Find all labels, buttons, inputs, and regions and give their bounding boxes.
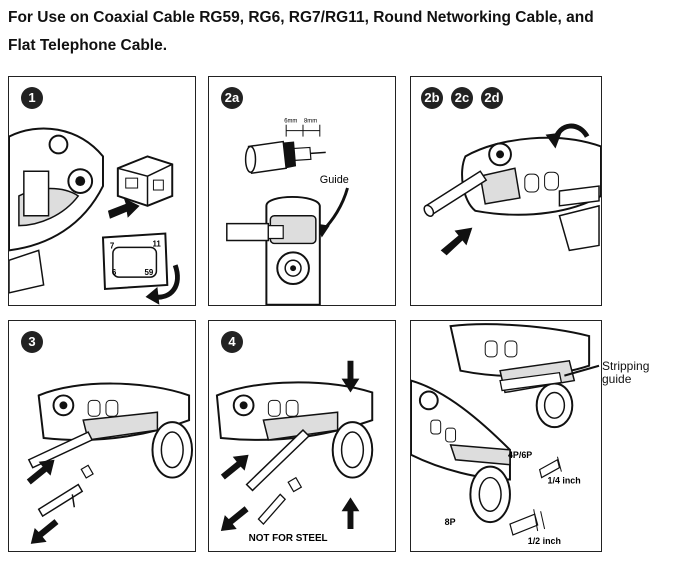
stripping-guide-panel: 4P/6P 1/4 inch 8P 1/2 inch	[410, 320, 602, 552]
connector-4p6p-label: 4P/6P	[508, 450, 532, 460]
heading-line-1: For Use on Coaxial Cable RG59, RG6, RG7/…	[8, 9, 594, 26]
step-3-badge: 3	[21, 331, 43, 353]
step-2b-badge: 2b	[421, 87, 443, 109]
step-2a-panel: 6mm 8mm Guide 2a	[208, 76, 396, 306]
step-4-badge: 4	[221, 331, 243, 353]
step-3-illustration	[26, 382, 194, 544]
cassette-label-6: 6	[112, 268, 117, 277]
dimension-6mm: 6mm	[284, 119, 297, 125]
connector-8p-label: 8P	[445, 517, 456, 527]
dimension-8mm: 8mm	[304, 119, 317, 125]
instruction-heading: For Use on Coaxial Cable RG59, RG6, RG7/…	[8, 4, 673, 60]
stripping-guide-illustration: 4P/6P 1/4 inch 8P 1/2 inch	[411, 323, 600, 546]
cassette-label-7: 7	[110, 241, 115, 250]
stripping-guide-line-2: guide	[602, 372, 632, 386]
stripping-guide-callout: Stripping guide	[602, 360, 649, 386]
step-2a-badge: 2a	[221, 87, 243, 109]
guide-label: Guide	[320, 174, 349, 186]
step-2c-badge: 2c	[451, 87, 473, 109]
step-4-illustration: NOT FOR STEEL	[215, 360, 374, 544]
step-2a-illustration: 6mm 8mm Guide	[226, 119, 349, 305]
half-inch-label: 1/2 inch	[528, 536, 561, 546]
step-2d-badge: 2d	[481, 87, 503, 109]
cassette-label-11: 11	[152, 239, 161, 248]
step-1-panel: 7 11 6 59 1	[8, 76, 196, 306]
step-2bcd-illustration	[423, 123, 601, 256]
step-3-panel: 3	[8, 320, 196, 552]
cassette-label-59: 59	[145, 268, 154, 277]
step-1-badge: 1	[21, 87, 43, 109]
stripping-guide-line-1: Stripping	[602, 359, 650, 373]
heading-line-2: Flat Telephone Cable.	[8, 37, 168, 54]
not-for-steel-warning: NOT FOR STEEL	[249, 533, 328, 544]
quarter-inch-label: 1/4 inch	[548, 476, 581, 486]
step-2bcd-panel: 2b 2c 2d	[410, 76, 602, 306]
step-4-panel: NOT FOR STEEL 4	[208, 320, 396, 552]
step-1-illustration: 7 11 6 59	[9, 127, 180, 305]
